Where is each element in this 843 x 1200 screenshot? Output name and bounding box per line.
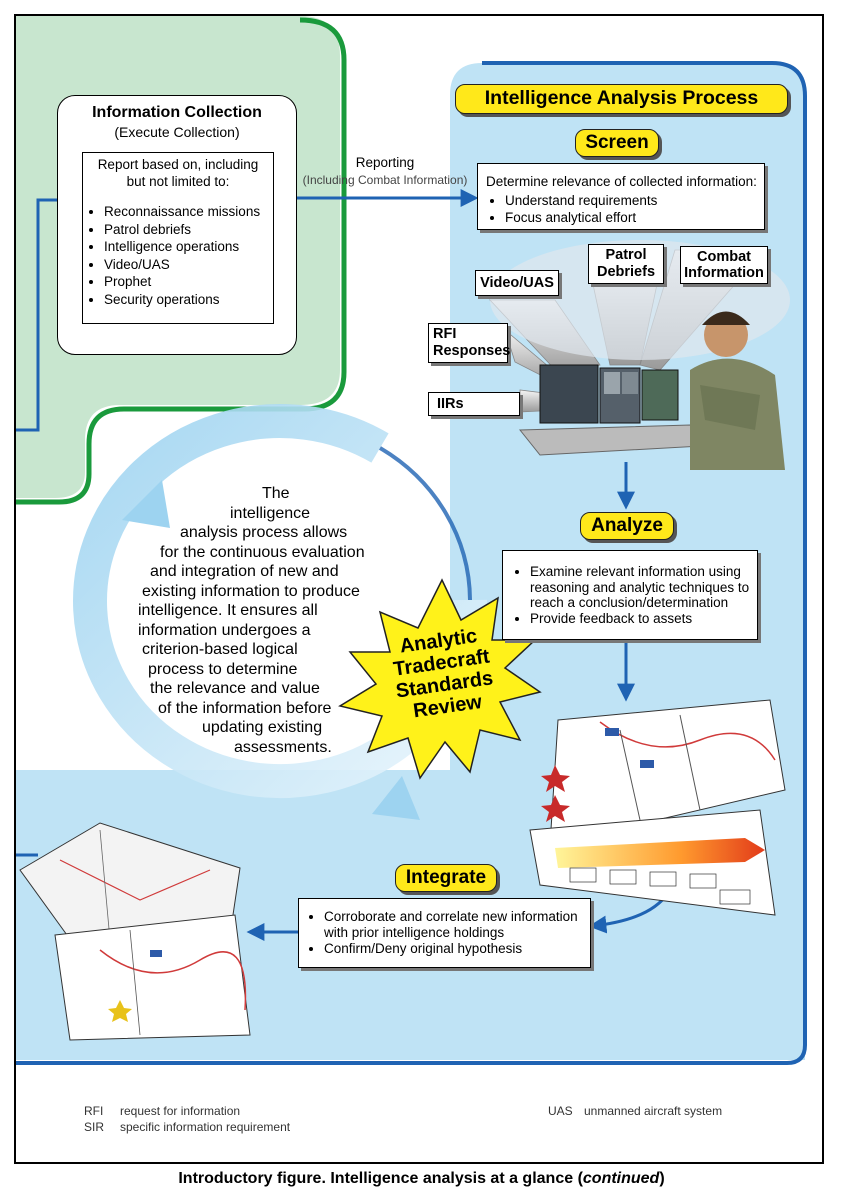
source-video-uas: Video/UAS — [475, 270, 559, 296]
list-item: Examine relevant information using reaso… — [530, 564, 770, 611]
legend-rfi: RFI request for information — [84, 1104, 240, 1118]
figure-frame — [14, 14, 824, 1164]
overlay-map-sheet-bottom — [54, 914, 251, 1041]
timeline-sheet — [529, 809, 776, 916]
legend-text: request for information — [120, 1104, 241, 1118]
list-item: Patrol debriefs — [104, 221, 294, 239]
integrate-items-list: Corroborate and correlate new informatio… — [308, 909, 604, 957]
cycle-line: analysis process allows — [180, 524, 348, 541]
starburst-shape — [338, 578, 542, 780]
collection-items-list: Reconnaissance missions Patrol debriefs … — [88, 203, 294, 308]
cycle-line: information undergoes a — [138, 621, 311, 639]
source-combat-information: Combat Information — [680, 246, 768, 284]
analyze-items-list: Examine relevant information using reaso… — [514, 564, 770, 626]
list-item: Corroborate and correlate new informatio… — [324, 909, 604, 941]
figure-caption: Introductory figure. Intelligence analys… — [0, 1170, 843, 1188]
cycle-line: existing information to produce — [142, 582, 360, 600]
source-rfi-line: RFI — [433, 326, 457, 342]
cycle-line: process to determine — [148, 660, 298, 678]
cycle-line: and integration of new and — [150, 563, 339, 580]
list-item: Understand requirements — [505, 192, 775, 209]
screen-heading: Determine relevance of collected informa… — [486, 174, 757, 189]
caption-close: ) — [659, 1170, 665, 1187]
integrate-label: Integrate — [395, 864, 497, 892]
collection-title: Information Collection — [92, 104, 262, 121]
collection-subtitle: (Execute Collection) — [114, 124, 240, 140]
screen-box — [477, 163, 765, 230]
list-item: Focus analytical effort — [505, 209, 775, 226]
legend-abbr: RFI — [84, 1104, 104, 1118]
cycle-line: of the information before — [158, 699, 332, 717]
source-patrol-debriefs: Patrol Debriefs — [588, 244, 664, 284]
legend-uas: UAS unmanned aircraft system — [548, 1104, 722, 1118]
cycle-line: criterion-based logical — [142, 641, 298, 658]
process-title: Intelligence Analysis Process — [455, 84, 788, 114]
integrate-box — [298, 898, 591, 968]
source-combat-line: Information — [684, 265, 764, 281]
list-item: Confirm/Deny original hypothesis — [324, 941, 604, 957]
list-item: Intelligence operations — [104, 238, 294, 256]
list-item: Security operations — [104, 291, 294, 309]
collection-report-box — [82, 152, 274, 324]
legend-text: specific information requirement — [120, 1120, 291, 1134]
reporting-label: Reporting — [355, 155, 415, 170]
legend-sir: SIR specific information requirement — [84, 1120, 290, 1134]
reporting-sublabel: (Including Combat Information) — [302, 173, 468, 187]
cycle-description: The intelligence analysis process allows… — [130, 484, 430, 757]
cycle-line: updating existing — [202, 719, 323, 736]
source-patrol-line: Patrol — [605, 247, 647, 263]
screen-label: Screen — [575, 129, 659, 157]
legend-abbr: UAS — [548, 1104, 573, 1118]
cycle-line: for the continuous evaluation — [160, 543, 365, 561]
analyze-label: Analyze — [580, 512, 674, 540]
legend-abbr: SIR — [84, 1120, 105, 1134]
analyst-workstation-illustration — [518, 311, 785, 470]
collection-report-heading-line: Report based on, including — [97, 157, 259, 172]
cycle-line: intelligence — [230, 504, 311, 522]
cycle-line: assessments. — [234, 738, 332, 756]
list-item: Prophet — [104, 273, 294, 291]
list-item: Reconnaissance missions — [104, 203, 294, 221]
process-panel-border — [16, 61, 807, 1065]
cycle-line: the relevance and value — [150, 680, 320, 697]
caption-main: Introductory figure. Intelligence analys… — [178, 1170, 583, 1187]
source-rfi-responses: RFI Responses — [428, 323, 511, 363]
list-item: Provide feedback to assets — [530, 611, 770, 627]
source-iirs: IIRs — [428, 392, 520, 416]
collection-report-heading: Report based on, including but not limit… — [82, 156, 274, 190]
source-patrol-line: Debriefs — [596, 264, 656, 280]
caption-continued: continued — [582, 1170, 660, 1187]
analyze-box — [502, 550, 758, 640]
cycle-line: The — [262, 485, 290, 502]
source-rfi-line: Responses — [433, 343, 511, 359]
screen-items-list: Understand requirements Focus analytical… — [489, 192, 775, 226]
list-item: Video/UAS — [104, 256, 294, 274]
legend-text: unmanned aircraft system — [584, 1104, 723, 1118]
operations-map-sheet — [541, 699, 786, 846]
collection-report-heading-line: but not limited to: — [126, 174, 230, 189]
cycle-line: intelligence. It ensures all — [138, 602, 318, 619]
source-combat-line: Combat — [697, 249, 751, 265]
